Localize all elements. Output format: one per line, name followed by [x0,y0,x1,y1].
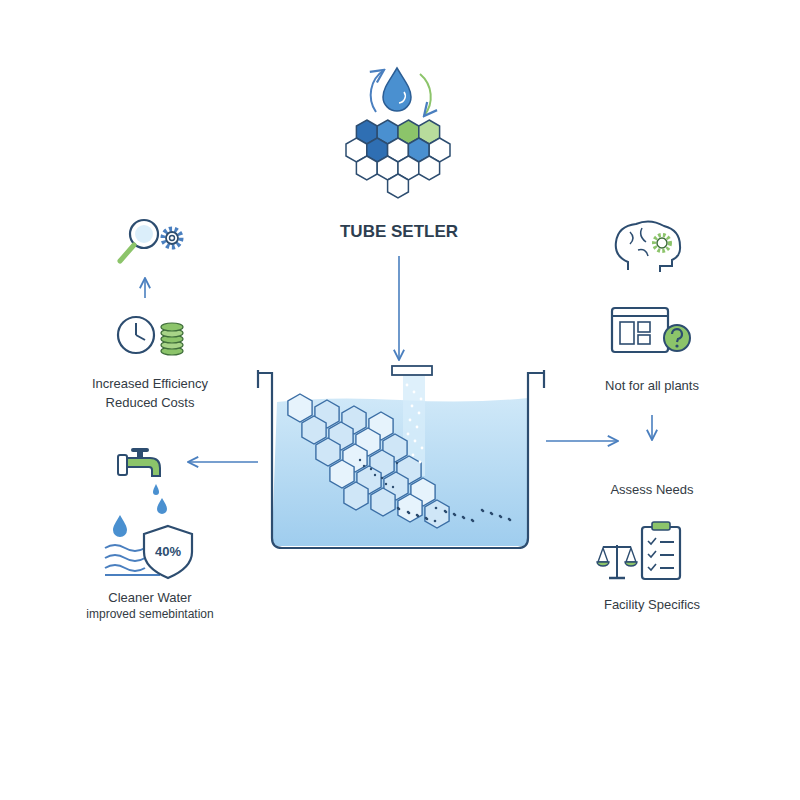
particle [385,483,387,485]
particle [407,511,410,514]
particle [421,447,424,450]
flow-arrow [144,278,146,298]
particle [409,419,412,422]
particle [416,426,419,429]
clean-water-icon [105,498,192,578]
particle [407,433,410,436]
particle [414,440,417,443]
particle [434,520,437,523]
step-label: Assess Needs [610,482,693,497]
particle [445,511,448,514]
hexagon-cell [388,174,409,198]
diagram-title: TUBE SETLER [340,222,458,242]
particle [482,510,485,513]
particle [392,486,394,488]
hexagon-cell [302,416,326,444]
hexagon-cell [398,494,422,522]
particle [463,517,466,520]
particle [416,514,419,517]
hexagon-cell [288,394,312,422]
particle [435,507,438,510]
percentage-badge: 40% [155,544,181,559]
flow-arrow [398,256,400,360]
particle [426,518,429,521]
water-cycle-icon [371,68,431,116]
hexagon-cluster [346,120,450,198]
particle [374,474,376,476]
benefit-label: Reduced Costs [106,395,195,410]
settling-tank [258,366,544,548]
particle [381,477,383,479]
particle [508,518,511,521]
particle [472,520,475,523]
particle [462,516,465,519]
particle [509,519,512,522]
caution-label: Not for all plants [605,378,699,393]
hexagon-cell [344,482,368,510]
assessment-icon [597,522,680,579]
particle [425,517,428,520]
particle [453,513,456,516]
particle [471,519,474,522]
particle [444,510,447,513]
particle [406,384,409,387]
particle [413,391,416,394]
flow-arrow [188,461,258,463]
hexagon-cell [425,500,449,528]
particle [397,507,400,510]
particle [396,462,398,464]
hexagon-cell [419,156,440,180]
benefit-label: Increased Efficiency [92,376,208,391]
particle [418,412,421,415]
hexagon-cell [371,488,395,516]
faucet-icon [118,448,160,495]
particle [412,454,415,457]
particle [411,405,414,408]
particle [408,512,411,515]
particle [363,465,365,467]
efficiency-icon [118,317,183,355]
particle [490,512,493,515]
particle [419,461,422,464]
particle [500,516,503,519]
hexagon-cell [316,438,340,466]
analysis-icon [120,220,181,261]
benefit-label: Cleaner Water [108,590,191,605]
tube-settler-modules [288,394,449,528]
brain-icon [616,221,680,272]
particle [398,508,401,511]
uncertainty-icon [612,308,690,352]
particle [491,513,494,516]
particle [370,468,372,470]
particle [420,398,423,401]
step-label: Facility Specifics [604,597,700,612]
flow-arrow [651,415,653,440]
hexagon-cell [356,156,377,180]
particle [499,515,502,518]
particle [417,515,420,518]
particle [454,514,457,517]
flow-arrow [546,440,618,442]
benefit-label: improved semebintation [86,607,213,621]
particle [481,509,484,512]
sediment-particles [359,384,512,523]
particle [359,459,361,461]
hexagon-cell [330,460,354,488]
